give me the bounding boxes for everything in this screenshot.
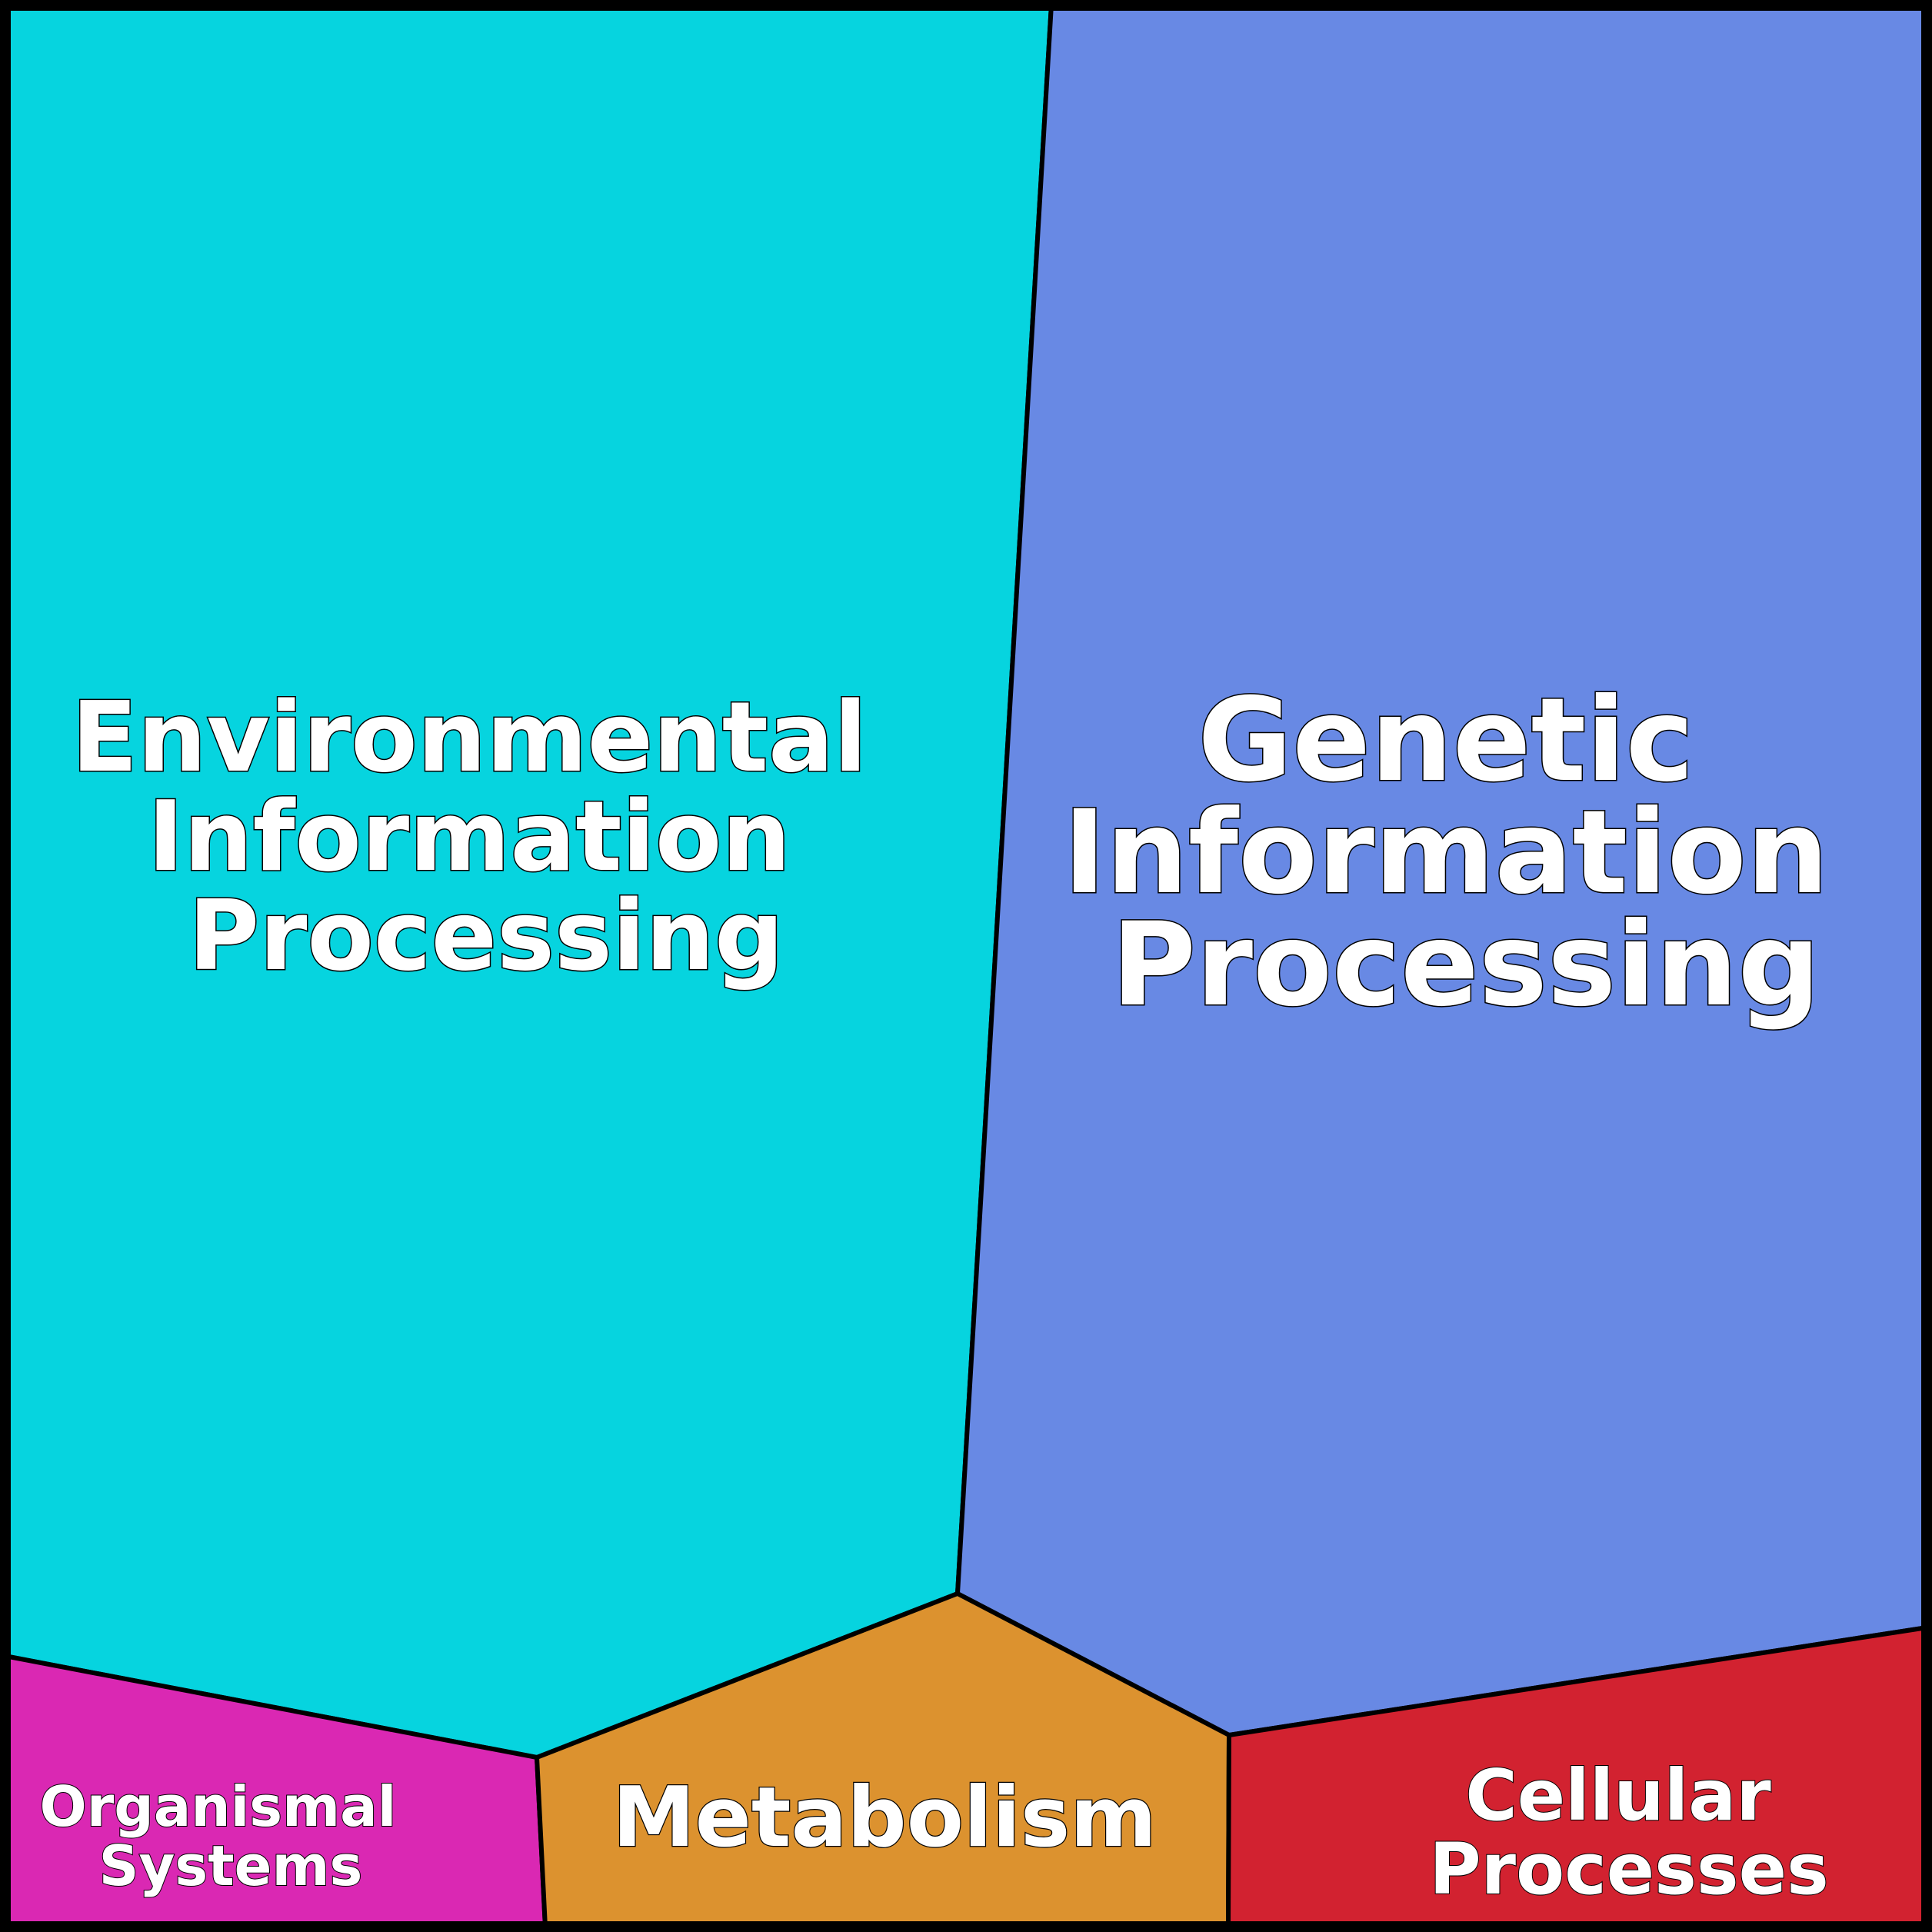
label-line: Processing xyxy=(1111,898,1820,1032)
label-line: Cellular xyxy=(1465,1754,1771,1837)
label-line: Environmental xyxy=(72,681,867,794)
label-line: Information xyxy=(148,780,791,893)
label-line: Processing xyxy=(188,879,784,992)
label-line: Organismal xyxy=(40,1774,397,1839)
label-metabolism: Metabolism xyxy=(612,1770,1157,1866)
label-organismal-systems: Organismal Systems xyxy=(40,1774,416,1898)
label-line: Genetic xyxy=(1198,674,1694,808)
label-line: Processes xyxy=(1429,1828,1829,1910)
label-line: Information xyxy=(1063,786,1828,920)
label-environmental-information-processing: Environmental Information Processing xyxy=(72,681,901,992)
label-genetic-information-processing: Genetic Information Processing xyxy=(1063,674,1869,1032)
label-line: Systems xyxy=(99,1834,363,1898)
label-cellular-processes: Cellular Processes xyxy=(1429,1754,1829,1910)
label-line: Metabolism xyxy=(612,1770,1157,1866)
